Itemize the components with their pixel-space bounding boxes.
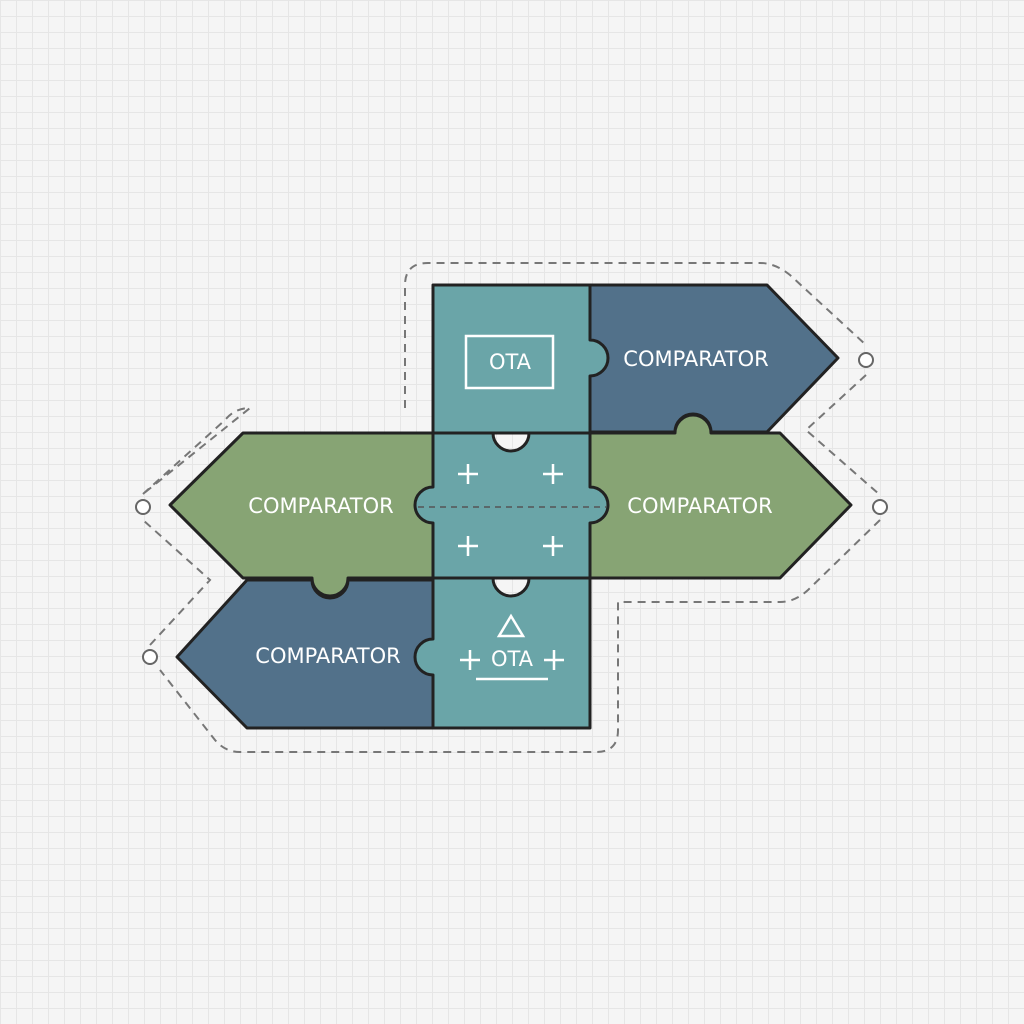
comparator-label-mid-right: COMPARATOR bbox=[627, 494, 772, 518]
ota-block-bottom[interactable] bbox=[413, 576, 592, 730]
handle-bottom-left[interactable] bbox=[142, 649, 158, 665]
ota-block-top[interactable] bbox=[431, 283, 610, 435]
ota-block-middle[interactable] bbox=[413, 431, 610, 580]
handle-top-right[interactable] bbox=[858, 352, 874, 368]
handle-mid-left[interactable] bbox=[135, 499, 151, 515]
comparator-label-top-right: COMPARATOR bbox=[623, 347, 768, 371]
triangle-icon bbox=[496, 613, 526, 638]
ota-label-top: OTA bbox=[489, 350, 532, 374]
dashed-selection-outline bbox=[142, 262, 881, 753]
ota-label-box bbox=[464, 334, 555, 390]
comparator-block-mid-left[interactable] bbox=[168, 431, 435, 598]
comparator-label-mid-left: COMPARATOR bbox=[248, 494, 393, 518]
ota-label-bottom: OTA bbox=[491, 647, 534, 671]
comparator-label-bottom-left: COMPARATOR bbox=[255, 644, 400, 668]
handle-mid-right[interactable] bbox=[872, 499, 888, 515]
plus-markers bbox=[458, 464, 564, 670]
comparator-block-mid-right[interactable] bbox=[588, 413, 853, 580]
